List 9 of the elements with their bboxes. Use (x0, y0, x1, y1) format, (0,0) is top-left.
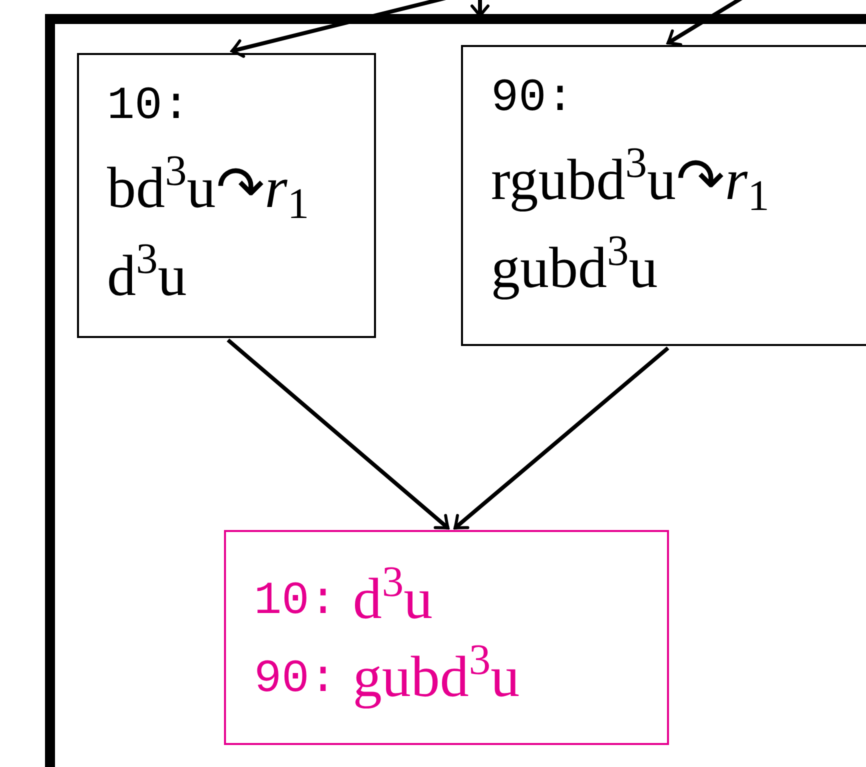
state-box (461, 45, 866, 346)
term-text: d$^{3}$u (352, 570, 434, 628)
weight-label: 90: (254, 652, 337, 706)
result-box (224, 530, 669, 745)
weight-label: 10: (107, 83, 191, 129)
weight-label: 90: (491, 75, 575, 121)
weight-label: 10: (254, 574, 337, 628)
frame (45, 14, 866, 767)
state-box (77, 53, 376, 338)
